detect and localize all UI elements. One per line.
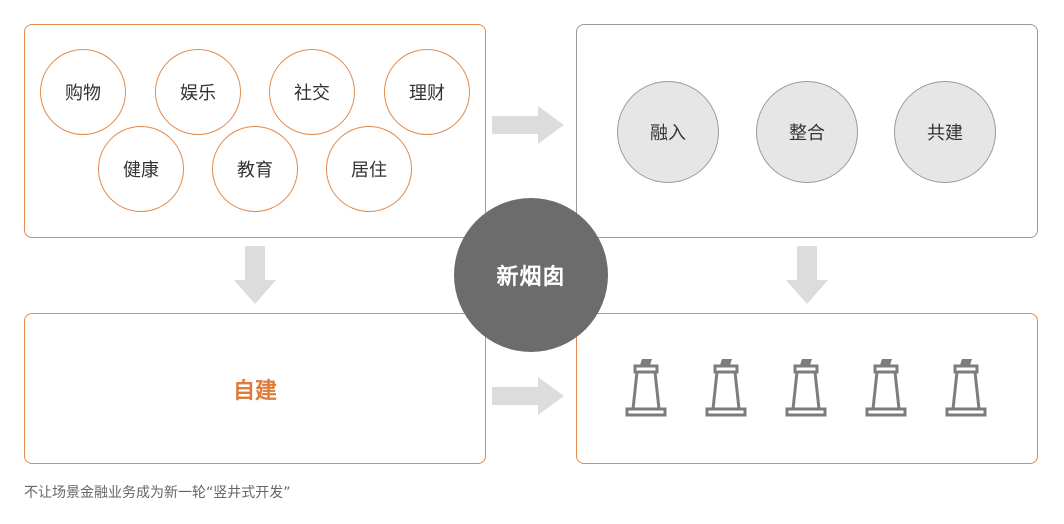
chimney-icon: [945, 359, 987, 417]
self-build-box: [24, 313, 486, 464]
bubble-integrate-in: 融入: [617, 81, 719, 183]
bubble-health: 健康: [98, 126, 184, 212]
arrow-down-left: [234, 246, 276, 304]
chimney-icon: [785, 359, 827, 417]
bubble-co-build: 共建: [894, 81, 996, 183]
hub-new-chimney: 新烟囱: [454, 198, 608, 352]
arrow-right-bottom: [492, 377, 564, 415]
arrow-right-top: [492, 106, 564, 144]
chimney-icon: [865, 359, 907, 417]
self-build-label: 自建: [232, 378, 277, 404]
bubble-social: 社交: [269, 49, 355, 135]
chimneys-box: [576, 313, 1038, 464]
bubble-education: 教育: [212, 126, 298, 212]
bubble-finance: 理财: [384, 49, 470, 135]
bubble-consolidate: 整合: [756, 81, 858, 183]
bubble-shopping: 购物: [40, 49, 126, 135]
arrow-down-right: [786, 246, 828, 304]
bubble-housing: 居住: [326, 126, 412, 212]
chimney-icon: [705, 359, 747, 417]
chimney-icon: [625, 359, 667, 417]
bubble-entertainment: 娱乐: [155, 49, 241, 135]
caption: 不让场景金融业务成为新一轮“竖井式开发”: [24, 485, 291, 501]
